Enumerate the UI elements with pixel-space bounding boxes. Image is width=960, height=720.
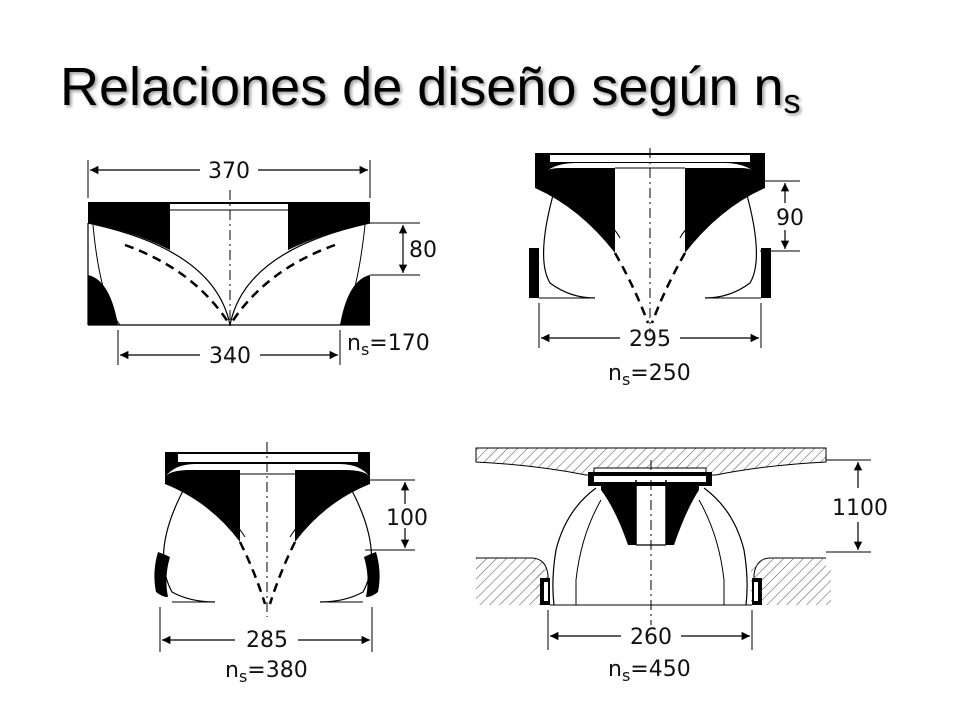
title-text: Relaciones de diseño según n [60, 57, 784, 117]
impeller-diagram-ns250: 90 295 ns=250 [520, 148, 815, 393]
impeller-diagram-ns170: 370 80 340 ns=170 [85, 150, 447, 372]
dim-bottom-295: 295 [629, 327, 671, 352]
impeller-drawing-ns450: 1100 260 ns=450 [475, 447, 888, 685]
ns-label-450: ns=450 [608, 657, 691, 685]
dim-side-80: 80 [409, 238, 437, 263]
dim-side-1100: 1100 [832, 496, 888, 521]
impeller-drawing-ns380: 100 285 ns=380 [154, 442, 428, 686]
dim-bottom-340: 340 [209, 344, 251, 369]
dim-bottom-260: 260 [630, 625, 672, 650]
ns-label-170: ns=170 [347, 331, 430, 359]
slide-title: Relaciones de diseño según ns [60, 60, 801, 119]
title-subscript: s [783, 83, 801, 121]
dim-side-90: 90 [776, 206, 804, 231]
impeller-diagram-ns450: 1100 260 ns=450 [475, 440, 888, 692]
ns-label-250: ns=250 [608, 361, 691, 389]
ns-label-380: ns=380 [225, 658, 308, 686]
dim-bottom-285: 285 [246, 628, 288, 653]
dim-side-100: 100 [386, 506, 428, 531]
impeller-drawing-ns170: 370 80 340 ns=170 [87, 159, 437, 369]
dim-top-370: 370 [208, 159, 250, 184]
impeller-drawing-ns250: 90 295 ns=250 [529, 148, 804, 389]
impeller-diagram-ns380: 100 285 ns=380 [150, 442, 445, 692]
